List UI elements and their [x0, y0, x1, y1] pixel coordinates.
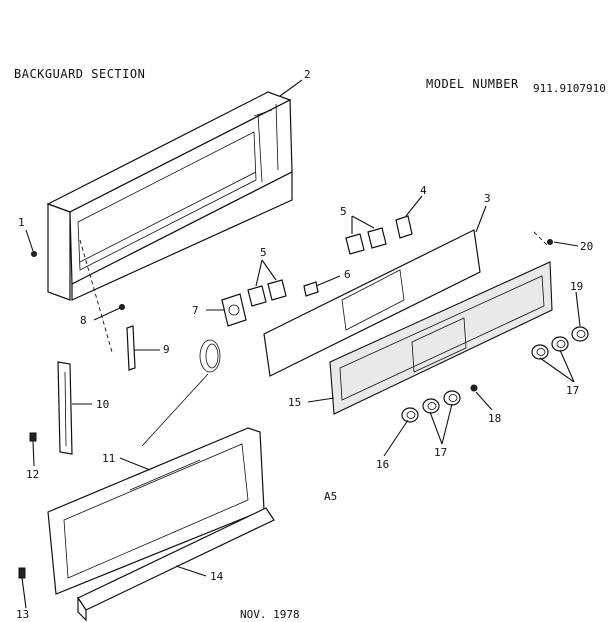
knobs-upper	[531, 326, 589, 360]
callout-19: 19	[570, 280, 583, 293]
callout-4: 4	[420, 184, 427, 197]
control-panel-3	[263, 229, 481, 377]
screw-8	[119, 304, 125, 310]
lower-frame-11	[47, 427, 265, 595]
callout-17-upper: 17	[566, 384, 579, 397]
switch-4	[395, 215, 413, 239]
callout-3: 3	[484, 192, 491, 205]
switches-5-lower	[247, 279, 287, 307]
callout-13: 13	[16, 608, 29, 621]
timer-7	[141, 293, 247, 447]
clip-12	[29, 432, 37, 442]
callout-10: 10	[96, 398, 109, 411]
callout-15: 15	[288, 396, 301, 409]
screw-20	[547, 239, 553, 245]
callout-20: 20	[580, 240, 593, 253]
callout-5-upper: 5	[340, 205, 347, 218]
switches-5-upper	[345, 227, 387, 255]
callout-18: 18	[488, 412, 501, 425]
screw-13	[18, 567, 26, 579]
model-number: 911.9107910	[533, 82, 606, 95]
knobs-lower	[401, 390, 461, 423]
bottom-trim-14	[77, 507, 275, 622]
button-18	[470, 384, 478, 392]
connector-6	[303, 281, 319, 297]
callout-5-lower: 5	[260, 246, 267, 259]
page-code: A5	[324, 490, 337, 503]
bracket-10	[57, 361, 73, 455]
backguard-housing	[46, 91, 293, 301]
model-label: MODEL NUMBER	[426, 77, 519, 91]
callout-17-lower: 17	[434, 446, 447, 459]
callout-2: 2	[304, 68, 311, 81]
callout-12: 12	[26, 468, 39, 481]
section-title: BACKGUARD SECTION	[14, 67, 145, 81]
callout-labels: 1 2 3 4 5 5 6 7 8 9 10 11 12 13 14 15 16…	[16, 68, 593, 621]
callout-8: 8	[80, 314, 87, 327]
callout-6: 6	[344, 268, 351, 281]
overlay-panel-15	[329, 261, 553, 415]
callout-16: 16	[376, 458, 389, 471]
callout-14: 14	[210, 570, 224, 583]
bracket-9	[126, 325, 136, 371]
footer-date: NOV. 1978	[240, 608, 300, 621]
screw-1	[31, 251, 37, 257]
callout-7: 7	[192, 304, 199, 317]
callout-9: 9	[163, 343, 170, 356]
callout-1: 1	[18, 216, 25, 229]
leader-lines	[21, 79, 581, 609]
callout-11: 11	[102, 452, 115, 465]
